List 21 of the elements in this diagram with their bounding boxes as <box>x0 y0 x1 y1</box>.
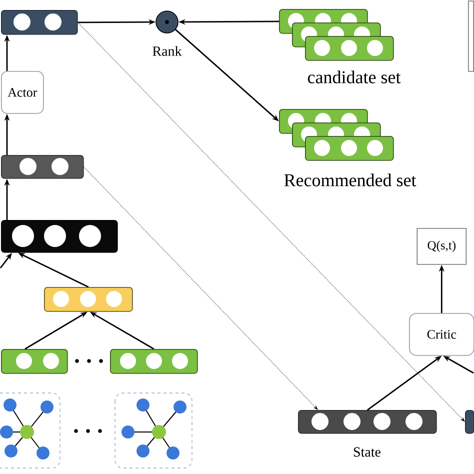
process-box: Actor <box>1 71 44 114</box>
box <box>468 0 474 72</box>
vector-stack <box>279 9 394 61</box>
vector-stack <box>279 109 394 161</box>
dotted-arrow <box>78 22 465 422</box>
vector-bar <box>1 10 78 35</box>
process-box: Critic <box>409 313 474 356</box>
vector-bar <box>465 410 474 434</box>
vector-bar <box>44 287 133 312</box>
vector-bar <box>298 410 437 434</box>
caption-text: candidate set <box>308 70 401 84</box>
caption-text: Rank <box>152 46 182 56</box>
caption-text: Recommended set <box>284 174 416 186</box>
output-box: Q(s,t) <box>416 228 467 265</box>
vector-bar <box>1 155 84 179</box>
caption-text: State <box>354 447 381 457</box>
vector-bar <box>1 220 118 253</box>
vector-bar <box>1 349 68 374</box>
circle-node <box>156 10 178 34</box>
dotted-arrow <box>84 166 318 410</box>
vector-bar <box>110 349 198 374</box>
